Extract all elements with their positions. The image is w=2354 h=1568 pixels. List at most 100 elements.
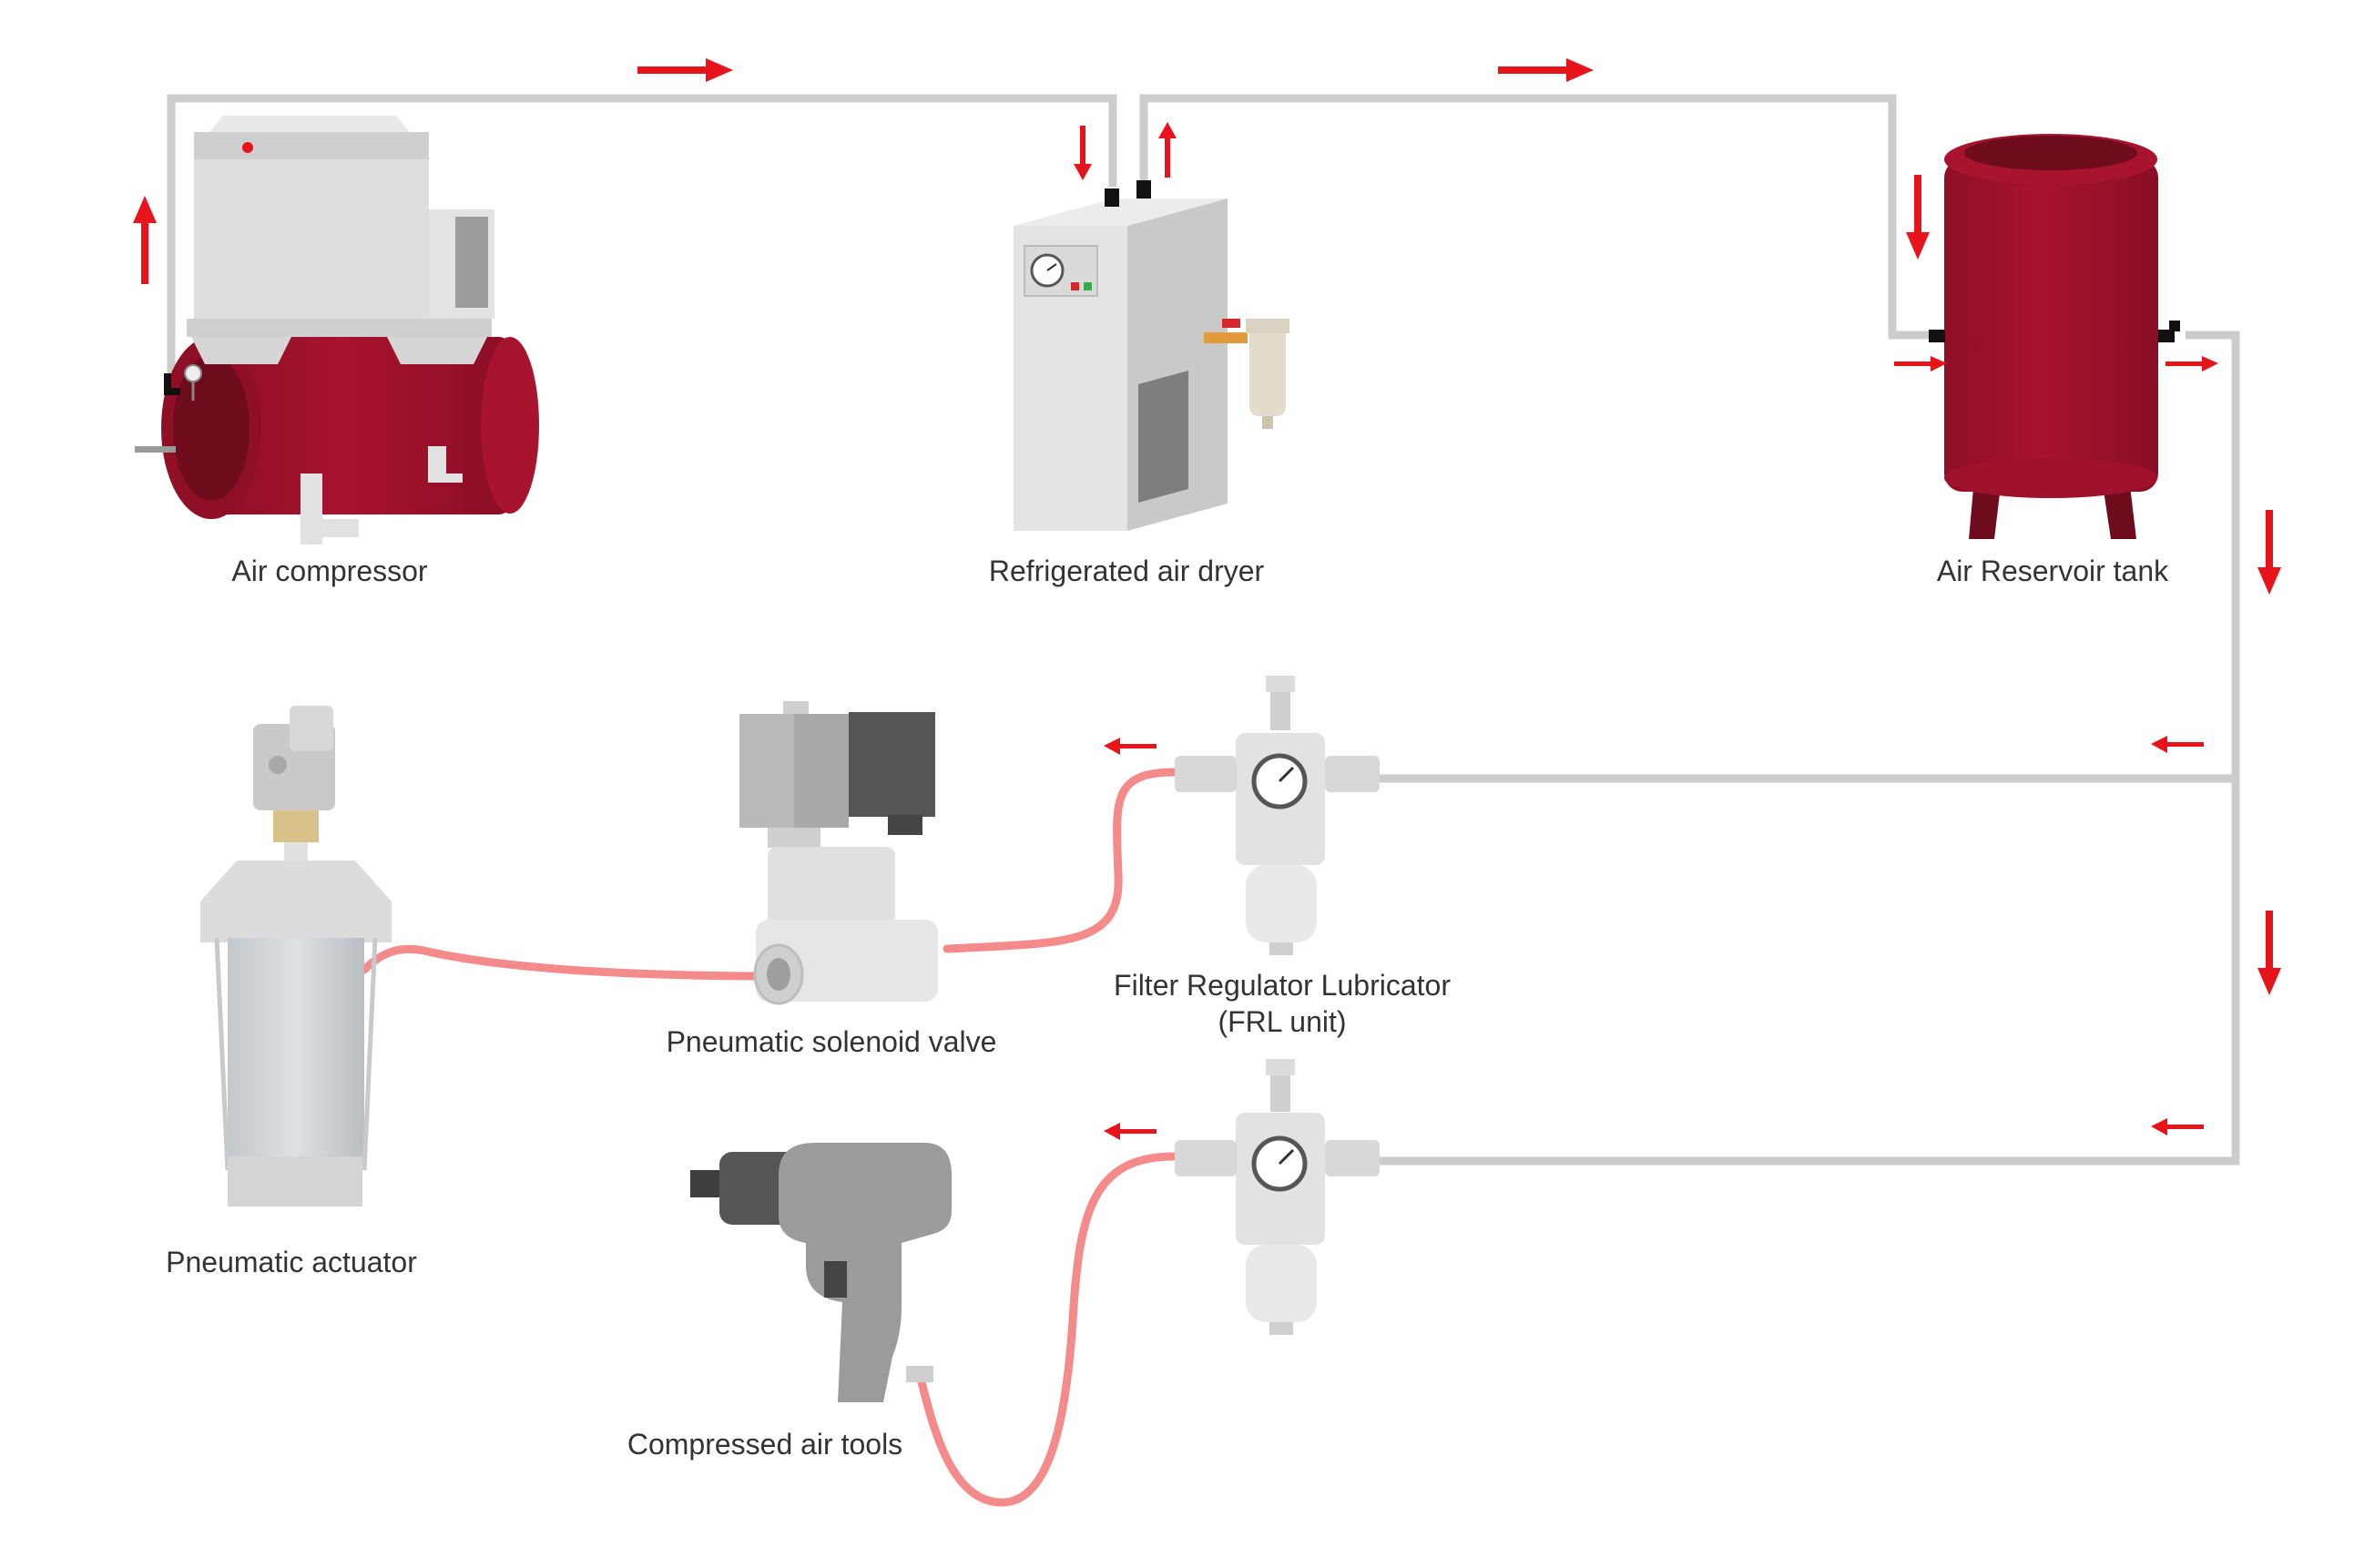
frl-port-right [1325, 1140, 1380, 1176]
tool-air-inlet [906, 1366, 933, 1382]
reservoir-outlet-valve [2169, 321, 2180, 331]
gauge-needle [1278, 766, 1295, 783]
label-compressed-air-tools: Compressed air tools [627, 1428, 902, 1461]
hose-frl2-to-tool [915, 1152, 1179, 1507]
actuator-cylinder [228, 938, 364, 1166]
dryer-top [1014, 199, 1228, 226]
flow-arrow-icon [2151, 1118, 2204, 1135]
valve-connector-plug [888, 815, 922, 835]
gauge-needle [1278, 1148, 1295, 1166]
frl-unit-2 [1175, 1059, 1380, 1335]
flow-arrow-icon [637, 58, 733, 82]
hose-frl1-to-valve [943, 768, 1179, 953]
flow-arrow-icon [1894, 356, 1947, 372]
hose-valve-to-actuator [360, 944, 783, 981]
frl-adjust-stem [1270, 1075, 1290, 1112]
hose-network [360, 768, 1179, 1507]
gauge-needle [1046, 263, 1057, 271]
compressor-indicator-light [242, 142, 253, 153]
frl-port-left [1175, 1140, 1237, 1176]
compressor-housing [194, 132, 429, 337]
dryer-drain-filter-tip [1262, 416, 1273, 429]
flow-arrow-icon [1498, 58, 1594, 82]
dryer-status-led-green [1084, 282, 1092, 290]
flow-arrow-icon [1104, 738, 1157, 755]
label-frl-unit-line1: Filter Regulator Lubricator [1114, 969, 1451, 1002]
dryer-inlet-port [1105, 188, 1119, 207]
frl-drain [1269, 942, 1293, 955]
actuator-clevis-pin [269, 756, 287, 774]
dryer-drain-pipe [1204, 332, 1248, 343]
compressor-foot [428, 446, 463, 483]
label-pneumatic-actuator: Pneumatic actuator [166, 1246, 417, 1278]
compressor-gauge [184, 364, 202, 382]
dryer-vent [1138, 371, 1188, 503]
pneumatic-solenoid-valve [739, 701, 938, 1005]
dryer-drain-filter [1249, 321, 1286, 416]
label-pneumatic-solenoid-valve: Pneumatic solenoid valve [667, 1025, 997, 1058]
valve-coil-face [739, 714, 794, 828]
frl-unit-1 [1175, 676, 1380, 955]
flow-arrow-icon [2151, 736, 2204, 753]
compressed-air-tool [690, 1143, 952, 1402]
label-refrigerated-air-dryer: Refrigerated air dryer [989, 555, 1265, 587]
valve-coil-cap [783, 701, 809, 714]
actuator-tie-rod [362, 937, 378, 1171]
pipe-reservoir-to-distribution [1377, 331, 2240, 1166]
actuator-tie-rod [214, 937, 230, 1171]
compressor-base-plate [187, 319, 492, 337]
dryer-drain-handle [1222, 319, 1240, 328]
pipe-compressor-to-dryer [167, 94, 1117, 378]
compressor-drain-valve [135, 446, 176, 453]
reservoir-inlet-port [1929, 330, 1945, 342]
flow-arrow-icon [1074, 126, 1092, 180]
refrigerated-air-dryer [1014, 180, 1289, 531]
tool-body [779, 1143, 952, 1402]
compressor-cooler-grille [455, 217, 488, 308]
frl-drain [1269, 1322, 1293, 1335]
dryer-outlet-port [1136, 180, 1151, 199]
tool-trigger [824, 1261, 847, 1298]
compressor-tank-front-face [173, 355, 250, 501]
pneumatic-actuator [200, 706, 392, 1207]
frl-bowl [1246, 1245, 1317, 1322]
actuator-nut [273, 810, 319, 842]
flow-arrows [133, 58, 2281, 1140]
flow-arrow-icon [2165, 356, 2218, 372]
compressor-foot [301, 473, 359, 545]
pipe-network [167, 94, 2240, 1166]
frl-adjust-knob [1266, 1059, 1295, 1075]
actuator-end-cap [200, 860, 392, 942]
flow-arrow-icon [133, 196, 157, 284]
reservoir-top-opening [1964, 136, 2137, 170]
dryer-drain-filter-cap [1246, 319, 1289, 333]
frl-adjust-knob [1266, 676, 1295, 692]
flow-arrow-icon [2257, 510, 2281, 595]
compressor-tank-rear-cap [481, 337, 539, 514]
compressor-outlet-fitting [164, 373, 180, 395]
reservoir-body [1944, 159, 2158, 492]
valve-connector [849, 712, 935, 817]
valve-stem [768, 828, 820, 848]
component-labels: Air compressor Refrigerated air dryer Ai… [166, 555, 2169, 1461]
flow-arrow-icon [1906, 175, 1930, 260]
flow-arrow-icon [1158, 122, 1177, 178]
reservoir-bottom [1944, 458, 2157, 498]
air-reservoir-tank [1929, 134, 2180, 539]
tool-anvil [690, 1170, 722, 1197]
flow-arrow-icon [2257, 911, 2281, 995]
flow-arrow-icon [1104, 1123, 1157, 1140]
actuator-base [228, 1156, 362, 1207]
valve-body-upper [768, 847, 895, 929]
frl-adjust-stem [1270, 692, 1290, 730]
pipe-dryer-to-reservoir [1139, 94, 1938, 340]
label-air-compressor: Air compressor [231, 555, 428, 587]
air-compressor [135, 116, 539, 545]
valve-port-bore [767, 958, 790, 991]
label-frl-unit-line2: (FRL unit) [1218, 1005, 1346, 1038]
compressor-housing-lid [209, 116, 410, 132]
dryer-status-led-red [1071, 282, 1079, 290]
frl-port-left [1175, 756, 1237, 792]
actuator-clevis-head [290, 706, 333, 751]
